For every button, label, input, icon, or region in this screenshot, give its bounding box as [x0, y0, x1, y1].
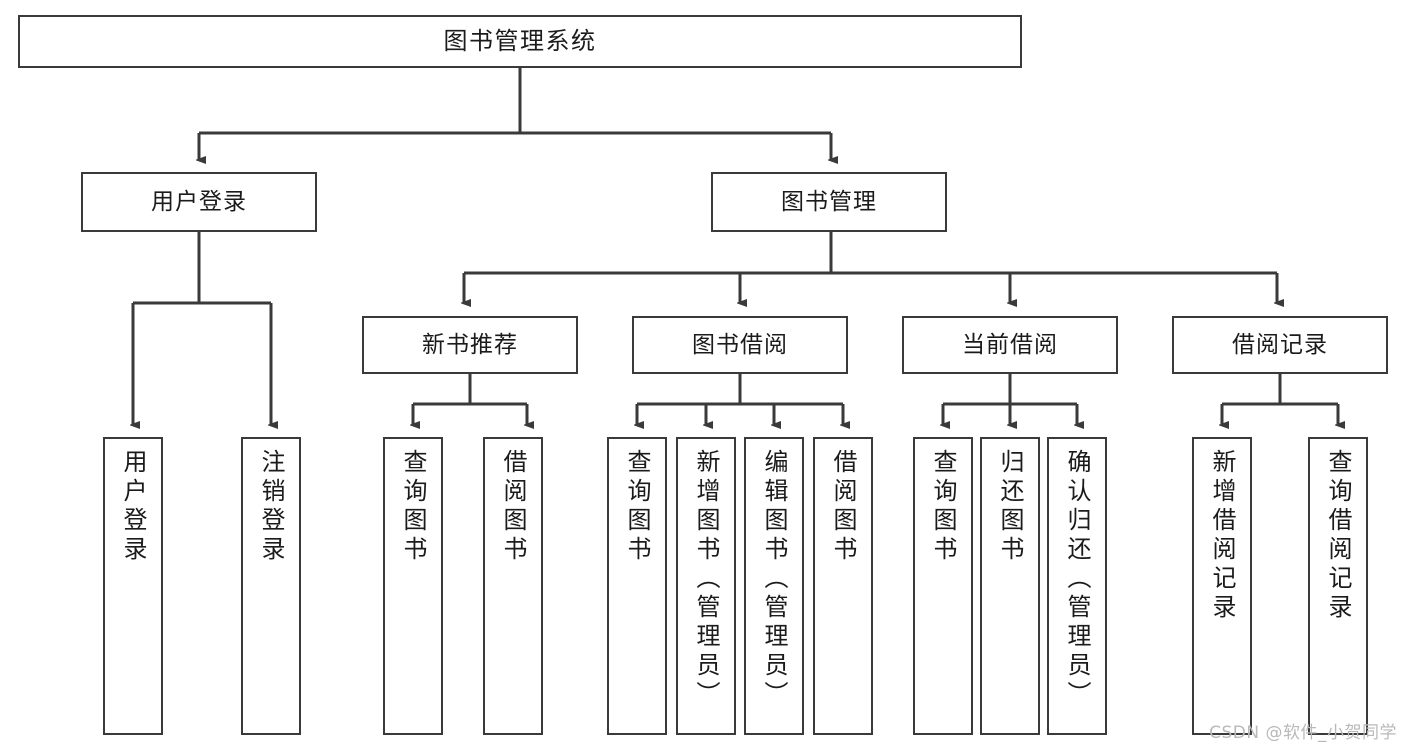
node-label: 新增借阅记录 — [1208, 449, 1236, 623]
node-label: 查询借阅记录 — [1324, 449, 1352, 623]
node-current-borrow[interactable]: 当前借阅 — [902, 316, 1118, 374]
node-label: 借阅图书 — [829, 449, 857, 565]
node-label: 借阅记录 — [1232, 331, 1328, 358]
node-label: 借阅图书 — [499, 449, 527, 565]
leaf-query-book-new[interactable]: 查询图书 — [383, 437, 443, 735]
leaf-query-book-borrow[interactable]: 查询图书 — [607, 437, 667, 735]
node-borrow-record[interactable]: 借阅记录 — [1172, 316, 1388, 374]
leaf-confirm-return-admin[interactable]: 确认归还（管理员） — [1047, 437, 1107, 735]
node-root-book-management-system[interactable]: 图书管理系统 — [18, 15, 1022, 68]
leaf-user-login[interactable]: 用户登录 — [103, 437, 163, 735]
node-label: 图书管理 — [781, 188, 877, 215]
node-label: 新书推荐 — [422, 331, 518, 358]
leaf-logout[interactable]: 注销登录 — [241, 437, 301, 735]
node-label: 查询图书 — [623, 449, 651, 565]
node-label: 查询图书 — [929, 449, 957, 565]
leaf-add-book-admin[interactable]: 新增图书（管理员） — [676, 437, 736, 735]
leaf-borrow-book-new[interactable]: 借阅图书 — [483, 437, 543, 735]
leaf-borrow-book[interactable]: 借阅图书 — [813, 437, 873, 735]
node-label: 新增图书（管理员） — [692, 449, 720, 710]
node-label: 确认归还（管理员） — [1063, 449, 1091, 710]
csdn-watermark: CSDN @软件_小贺同学 — [1209, 723, 1397, 743]
leaf-edit-book-admin[interactable]: 编辑图书（管理员） — [744, 437, 804, 735]
node-label: 用户登录 — [119, 449, 147, 565]
node-label: 图书管理系统 — [443, 26, 597, 55]
node-user-login[interactable]: 用户登录 — [81, 172, 317, 232]
node-label: 用户登录 — [151, 188, 247, 215]
leaf-return-book[interactable]: 归还图书 — [980, 437, 1040, 735]
node-label: 归还图书 — [996, 449, 1024, 565]
node-new-book-recommend[interactable]: 新书推荐 — [362, 316, 578, 374]
node-book-borrow[interactable]: 图书借阅 — [632, 316, 848, 374]
node-label: 图书借阅 — [692, 331, 788, 358]
node-label: 编辑图书（管理员） — [760, 449, 788, 710]
node-label: 当前借阅 — [962, 331, 1058, 358]
node-label: 注销登录 — [257, 449, 285, 565]
leaf-query-borrow-record[interactable]: 查询借阅记录 — [1308, 437, 1368, 735]
leaf-add-borrow-record[interactable]: 新增借阅记录 — [1192, 437, 1252, 735]
leaf-query-book-current[interactable]: 查询图书 — [913, 437, 973, 735]
node-book-management[interactable]: 图书管理 — [711, 172, 947, 232]
node-label: 查询图书 — [399, 449, 427, 565]
